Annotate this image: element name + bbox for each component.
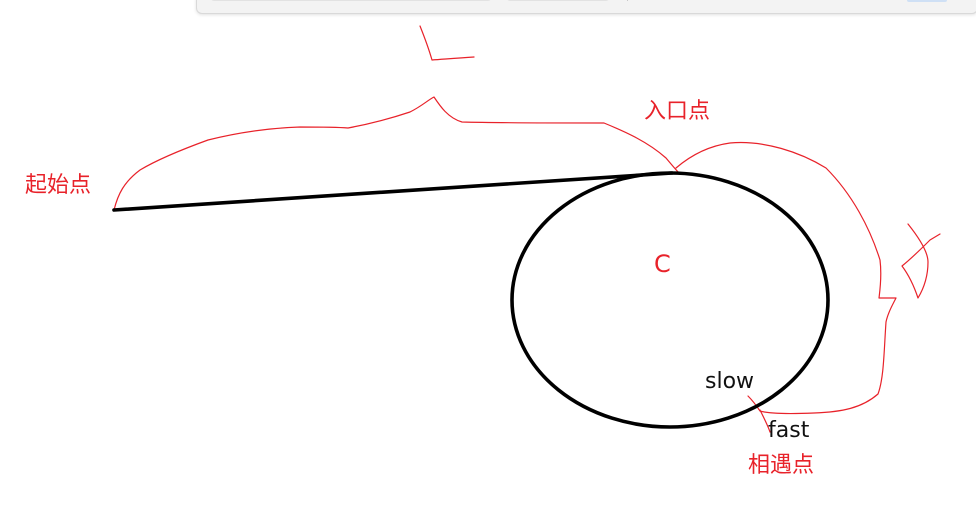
distance-brace-left-to-entry [113,96,681,211]
cycle-loop [510,171,830,429]
start-point-label: 起始点 [25,173,91,198]
fast-pointer-label: fast [768,418,810,443]
slow-pointer-label: slow [705,369,754,394]
cycle-length-label: C [654,250,671,278]
meeting-point-label: 相遇点 [748,453,814,478]
toolbar-button[interactable] [907,0,947,2]
brace-tick-top [419,25,475,61]
toolbar-field[interactable] [507,0,609,1]
meeting-tick [759,409,771,433]
entry-point-label: 入口点 [644,99,710,124]
toolbar-field[interactable] [211,0,491,1]
toolbar-divider [627,0,628,1]
hook-stroke-right [901,223,941,299]
toolbar-fragment [196,0,976,14]
list-tail-line [112,171,674,212]
arc-entry-to-meeting-outer [675,141,897,415]
